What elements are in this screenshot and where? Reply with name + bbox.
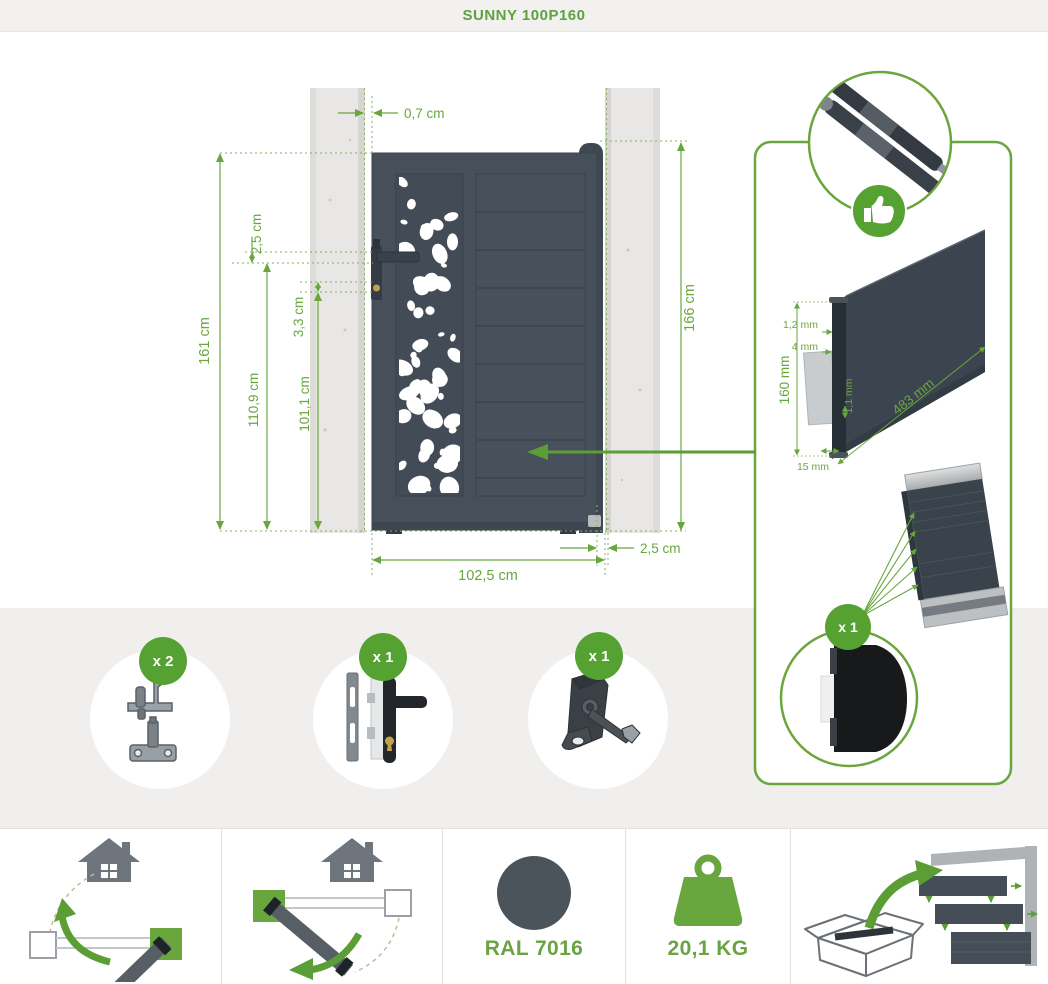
recommended-badge <box>851 183 907 239</box>
swing-outward-icon <box>253 837 412 980</box>
lock-qty-badge: x 1 <box>359 633 407 681</box>
slat-grooves <box>477 211 584 479</box>
slat-qty-badge: x 1 <box>825 604 871 650</box>
lock-handle-icon <box>346 672 427 763</box>
dim-groove-depth: 4 mm <box>792 341 819 353</box>
swing-inward-cell <box>0 829 222 984</box>
dim-lock-gap: 3,3 cm <box>291 297 306 338</box>
profile-closeup-circle <box>779 628 919 768</box>
dimensions: 0,7 cm 161 cm 2,5 cm 3,3 cm 110,9 cm 101… <box>197 88 698 584</box>
hinges-circle: x 2 <box>90 637 230 789</box>
lock-qty: x 1 <box>372 648 394 666</box>
dim-profile-depth: 15 mm <box>797 461 829 473</box>
kit-assembly-cell <box>791 829 1048 984</box>
box-icon <box>803 911 924 977</box>
gate-handle <box>371 239 420 300</box>
hinges-qty: x 2 <box>152 652 174 670</box>
thumbs-up-icon <box>864 196 894 224</box>
latch-qty-badge: x 1 <box>575 632 623 680</box>
ral-color-cell: RAL 7016 <box>443 829 626 984</box>
detail-panel: 1,2 mm 4 mm 160 mm 1,1 mm 483 mm 15 mm <box>753 70 1013 786</box>
dim-handle-gap: 2,5 cm <box>249 214 264 255</box>
pebble-pattern <box>399 177 460 493</box>
dim-height-left: 161 cm <box>197 317 213 365</box>
dim-width: 102,5 cm <box>458 568 518 584</box>
weight-label: 20,1 KG <box>667 936 749 960</box>
dim-profile-height: 160 mm <box>777 356 792 405</box>
kit-assembly-icon <box>803 845 1038 977</box>
dim-gap-bottom-right: 2,5 cm <box>640 541 681 556</box>
header-band: SUNNY 100P160 <box>0 0 1048 32</box>
weight-cell: 20,1 KG <box>626 829 791 984</box>
slat-stack-image <box>861 462 1009 629</box>
lock-circle: x 1 <box>313 633 453 789</box>
swing-inward-icon <box>28 837 182 982</box>
house-icon <box>77 837 140 882</box>
dim-handle-height: 110,9 cm <box>246 373 261 428</box>
ral-color-label: RAL 7016 <box>484 936 584 960</box>
dim-gap-top: 0,7 cm <box>404 106 445 121</box>
dim-lock-height: 101,1 cm <box>297 376 312 432</box>
page-title: SUNNY 100P160 <box>462 7 586 24</box>
latch-circle: x 1 <box>528 632 668 789</box>
dim-front-thickness: 1,2 mm <box>783 319 818 331</box>
gate <box>371 143 603 534</box>
right-pillar <box>605 88 660 533</box>
gate-diagram: 0,7 cm 161 cm 2,5 cm 3,3 cm 110,9 cm 101… <box>197 70 1013 786</box>
swing-outward-cell <box>222 829 443 984</box>
connector-arrow <box>527 444 756 460</box>
house-icon <box>321 837 383 882</box>
features-row: RAL 7016 20,1 KG <box>0 828 1048 984</box>
hardware-band: x 2 x 1 <box>0 608 1048 828</box>
weight-icon <box>673 854 743 926</box>
latch-qty: x 1 <box>588 647 610 665</box>
hinges-qty-badge: x 2 <box>139 637 187 685</box>
dim-wall-thickness: 1,1 mm <box>843 378 855 413</box>
ral-swatch-icon <box>497 855 571 930</box>
slat-qty: x 1 <box>838 619 858 635</box>
latch-icon <box>561 670 641 750</box>
dim-height-right: 166 cm <box>682 284 698 332</box>
hinge-rods-circle <box>807 70 953 216</box>
